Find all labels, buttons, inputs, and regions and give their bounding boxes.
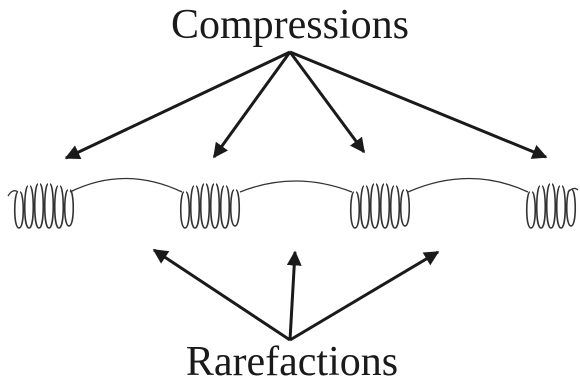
compression-coil-2: [179, 183, 241, 229]
compression-coil-4: [525, 183, 577, 229]
compression-coil-1: [13, 183, 75, 229]
compression-arrow-4: [289, 50, 548, 159]
rarefactions-label: Rarefactions: [186, 339, 398, 385]
compression-arrow-1: [64, 50, 291, 160]
compressions-label: Compressions: [171, 2, 409, 48]
rarefaction-segment-2: [239, 180, 353, 193]
compression-coil-3: [349, 183, 411, 229]
compression-arrows: [64, 50, 548, 160]
rarefaction-arrows: [152, 248, 440, 342]
rarefaction-segment-3: [407, 177, 529, 193]
compression-arrow-3: [288, 51, 366, 154]
spring: [7, 177, 579, 229]
rarefaction-arrow-1: [152, 248, 291, 342]
rarefaction-arrow-3: [289, 250, 440, 342]
rarefaction-arrow-2: [286, 250, 302, 341]
rarefaction-segment-1: [69, 177, 183, 193]
compression-arrow-2: [212, 51, 292, 159]
